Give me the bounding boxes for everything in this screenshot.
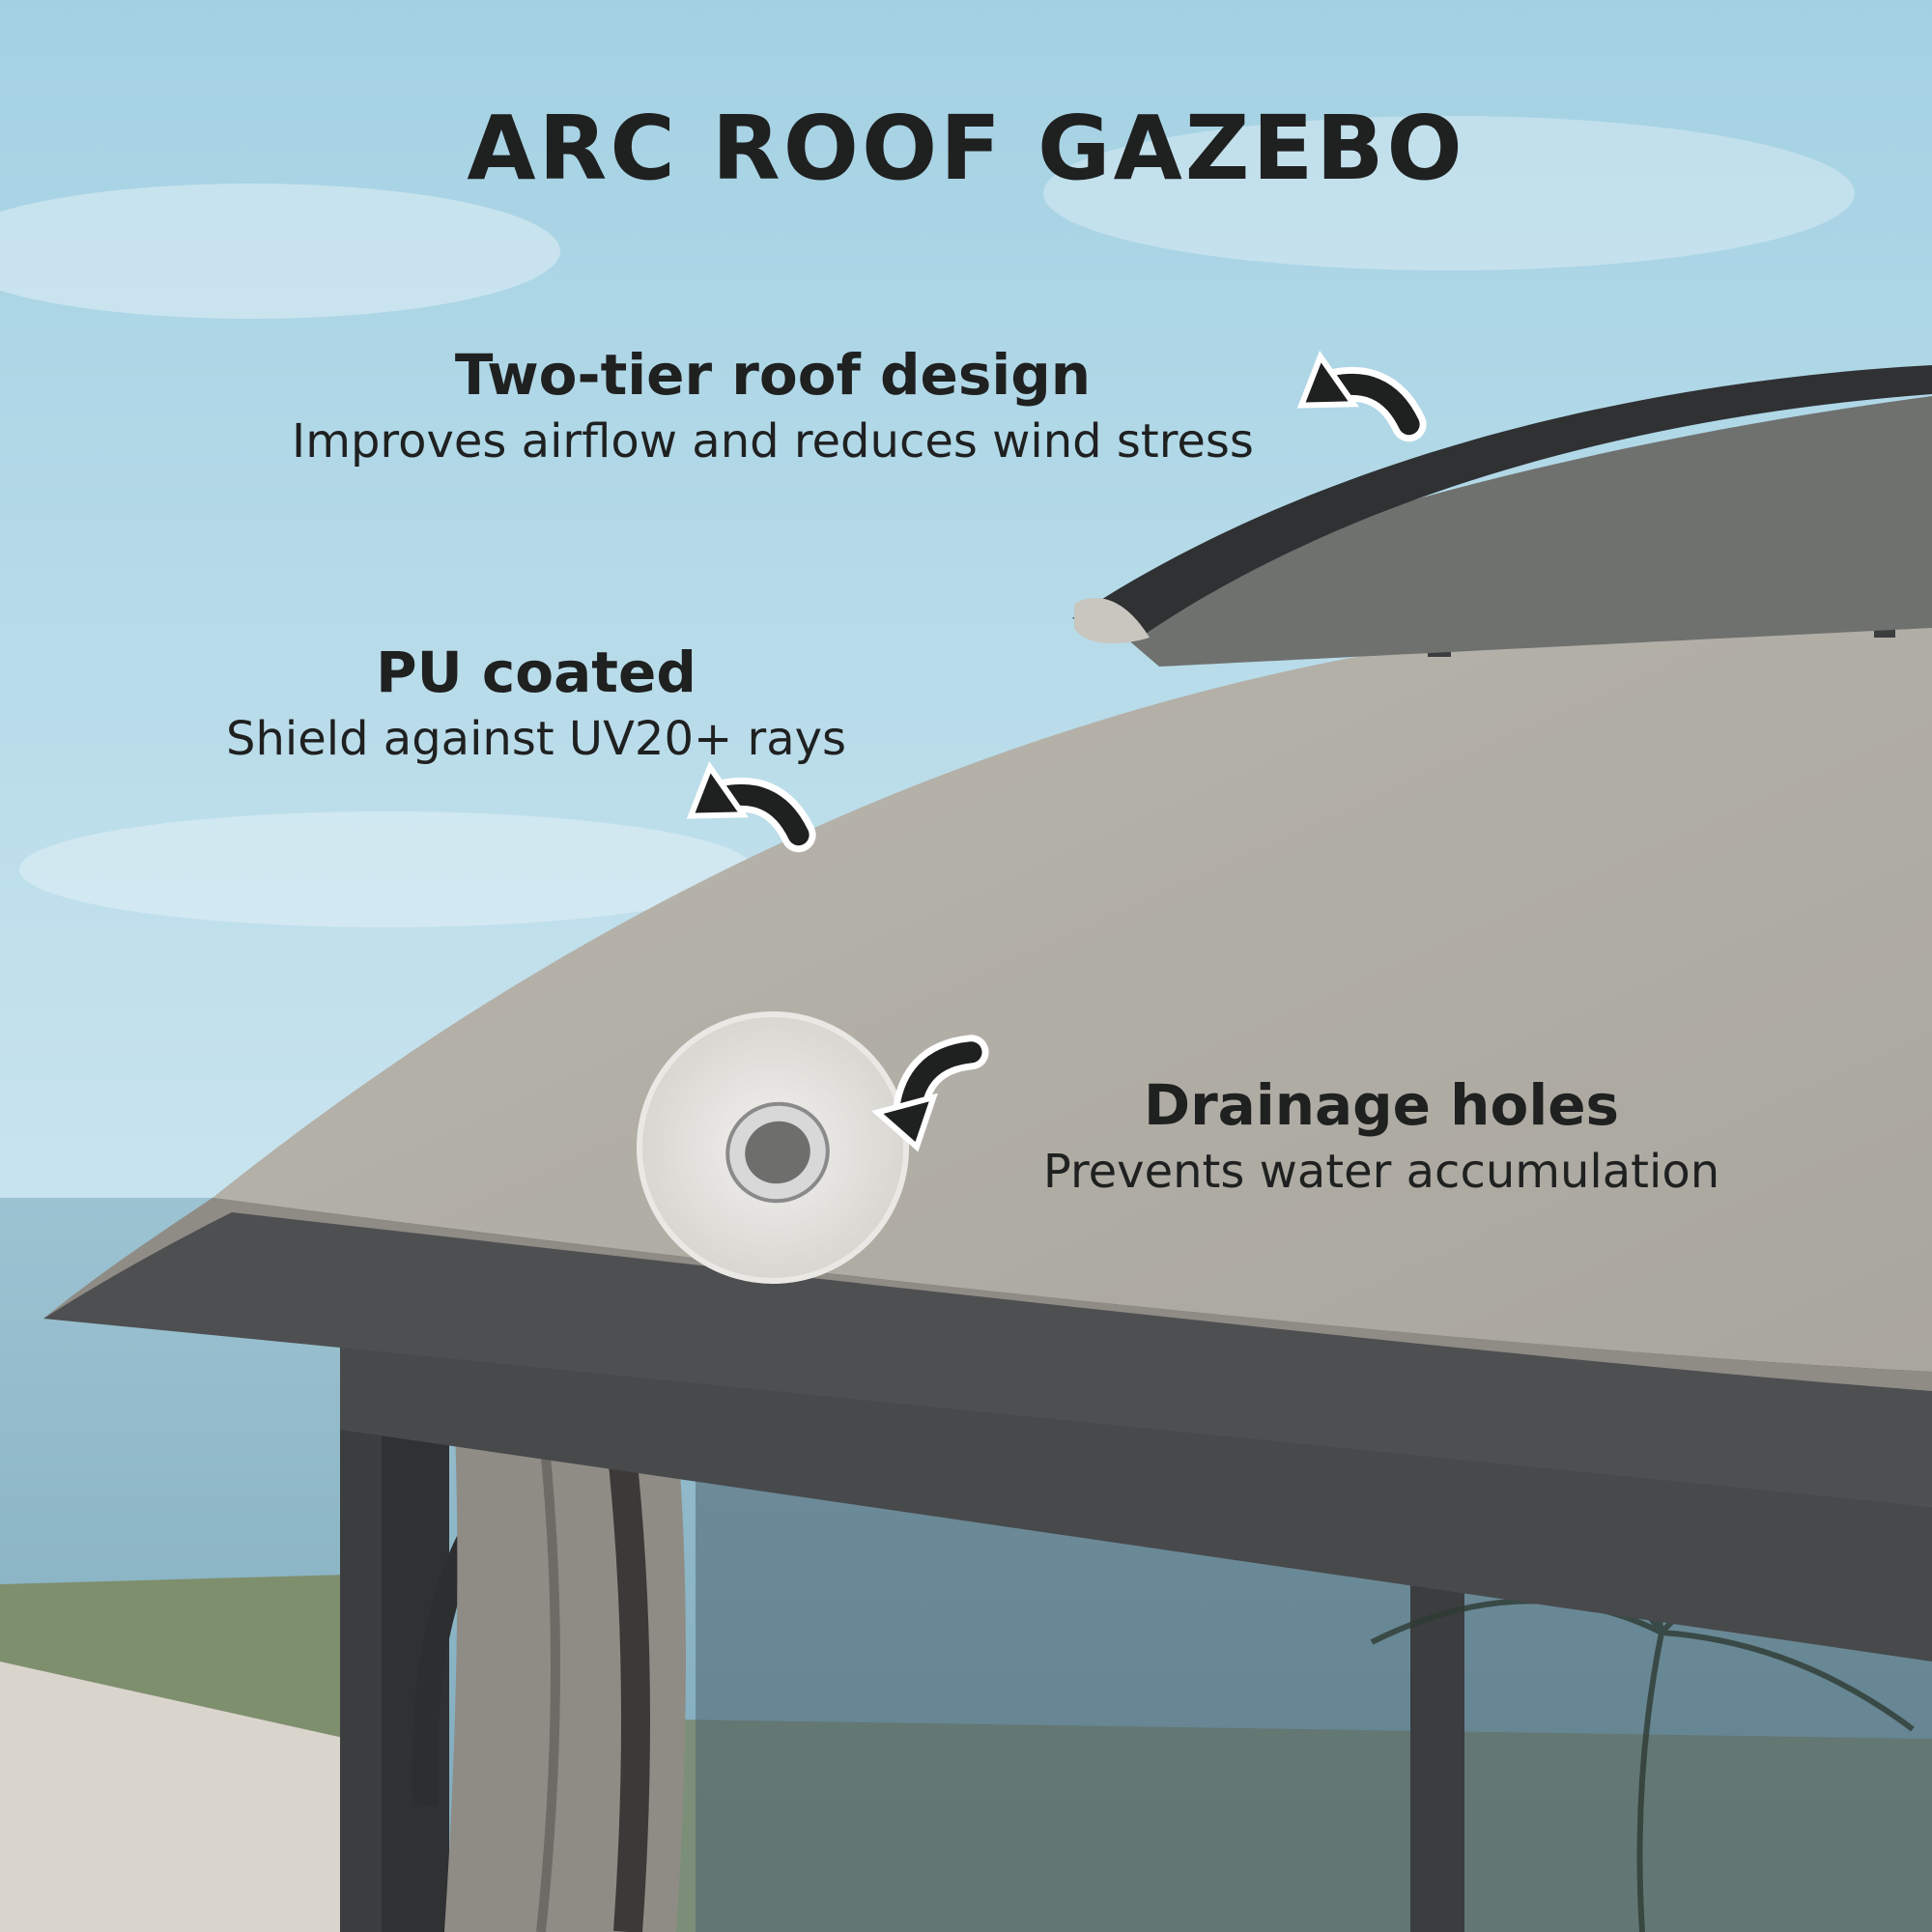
cloud [1043,116,1855,270]
canopy-edge [43,1198,1932,1391]
feature-description: Prevents water accumulation [1042,1145,1720,1199]
drainage-hole-grommet-icon [725,1101,830,1204]
cloud [0,184,560,319]
curtain-fold [536,1409,560,1932]
feature-description: Shield against UV20+ rays [225,712,847,766]
feature-heading: PU coated [376,639,696,705]
feature-drainage-holes: Drainage holes Prevents water accumulati… [1005,1070,1758,1204]
curtain-fold [604,1418,650,1932]
curtain [444,1401,686,1932]
curved-arrow-icon [871,1035,989,1152]
feature-heading: Drainage holes [1143,1072,1620,1138]
upper-tier-roof [1072,365,1932,638]
feature-description: Improves airflow and reduces wind stress [292,414,1254,469]
paving [0,1662,348,1932]
upper-tier-cap [1074,597,1150,644]
mesh-netting [696,1439,1410,1932]
mesh-netting [1464,1555,1932,1932]
page-title: ARC ROOF GAZEBO [467,97,1465,200]
feature-heading: Two-tier roof design [454,342,1092,408]
top-beam [340,1333,1932,1662]
feature-two-tier-roof: Two-tier roof design Improves airflow an… [232,340,1314,473]
curved-arrow-icon [686,760,816,853]
cloud [19,811,753,927]
feature-pu-coated: PU coated Shield against UV20+ rays [164,638,908,771]
curved-arrow-icon [1296,350,1427,442]
upper-tier-underside [1092,396,1932,667]
